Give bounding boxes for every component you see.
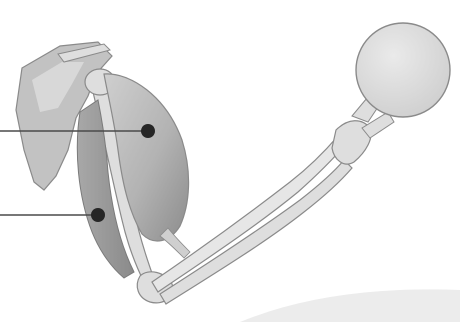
- biceps-callout-dot: [141, 124, 155, 138]
- triceps-callout-dot: [91, 208, 105, 222]
- ball: [356, 23, 450, 117]
- background-arc: [240, 289, 460, 322]
